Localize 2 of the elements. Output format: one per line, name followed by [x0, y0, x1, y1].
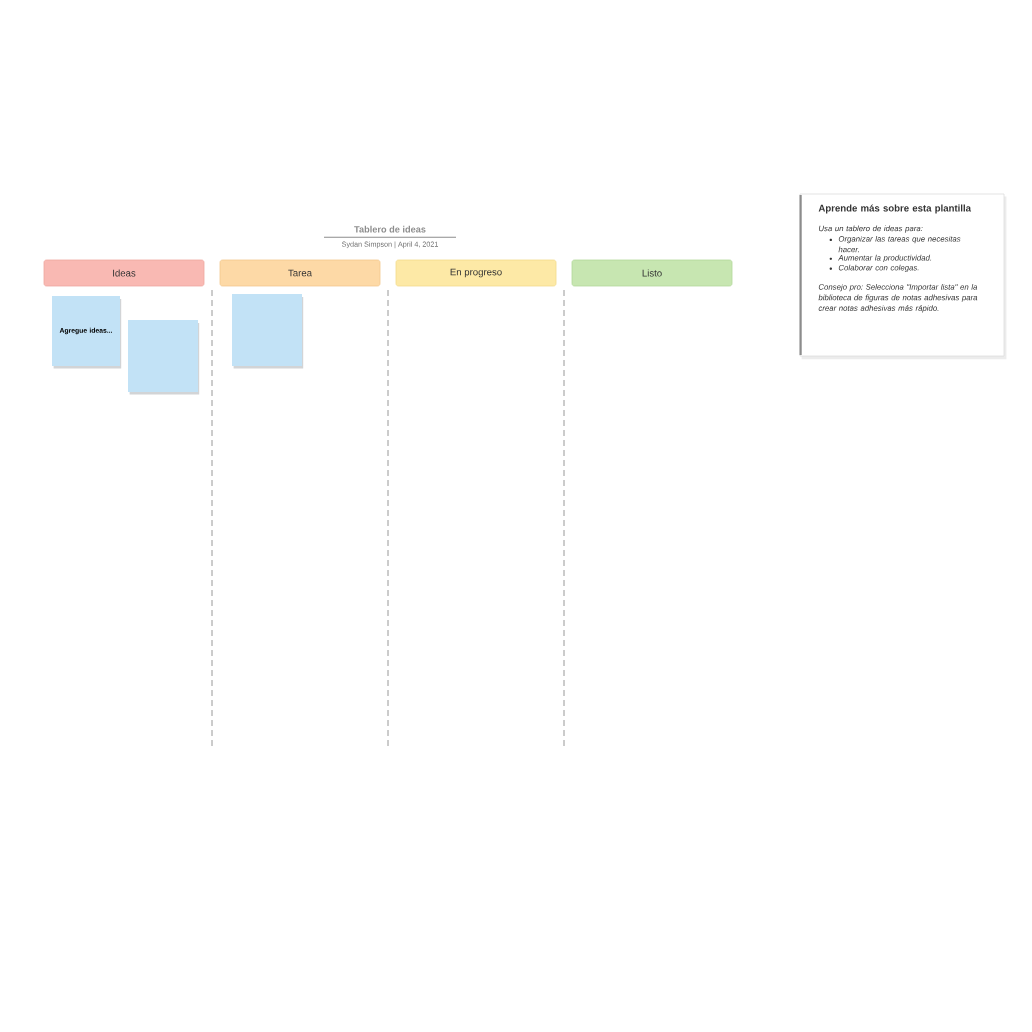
sticky-note	[128, 320, 200, 395]
sticky-note	[232, 294, 304, 369]
